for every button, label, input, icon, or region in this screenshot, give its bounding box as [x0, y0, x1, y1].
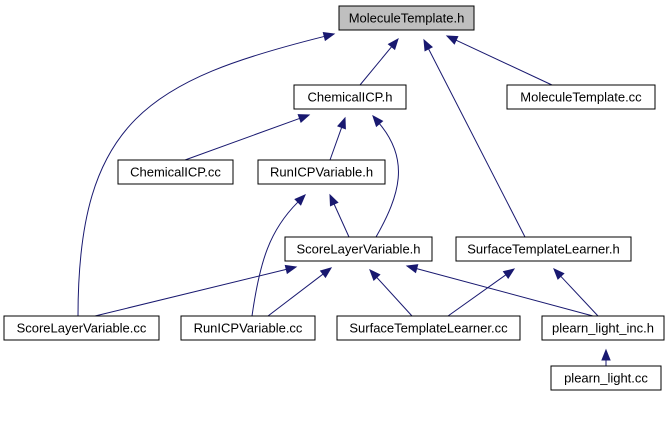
- edge-chemicalicp-h-to-moleculetemplate-h: [359, 37, 399, 86]
- edge-plearn-light-cc-to-plearn-light-inc-h: [601, 348, 611, 366]
- edge-line: [251, 201, 299, 317]
- edge-line: [94, 268, 287, 317]
- node-label[interactable]: RunICPVariable.h: [270, 165, 373, 180]
- node-box[interactable]: [541, 315, 665, 341]
- node-label[interactable]: plearn_light_inc.h: [552, 321, 654, 336]
- node-box[interactable]: [293, 84, 407, 110]
- node-box[interactable]: [180, 315, 316, 341]
- edge-line: [416, 268, 594, 317]
- node-moleculetemplate-h[interactable]: MoleculeTemplate.h: [338, 5, 475, 31]
- arrow-head: [405, 264, 419, 274]
- edge-runicpvariable-cc-to-scorelayervariable-h: [267, 267, 333, 317]
- node-label[interactable]: MoleculeTemplate.cc: [520, 90, 642, 105]
- edge-line: [455, 39, 553, 86]
- arrow-head: [337, 116, 346, 130]
- node-label[interactable]: ChemicalICP.h: [307, 90, 392, 105]
- arrow-head: [297, 114, 311, 124]
- node-runicpvariable-cc[interactable]: RunICPVariable.cc: [180, 315, 316, 341]
- arrow-head: [445, 35, 459, 45]
- edge-scorelayervariable-cc-to-scorelayervariable-h: [94, 264, 298, 317]
- edge-surfacetemplatelearner-cc-to-surfacetemplatelearner-h: [447, 268, 516, 317]
- node-label[interactable]: RunICPVariable.cc: [194, 321, 303, 336]
- node-moleculetemplate-cc[interactable]: MoleculeTemplate.cc: [506, 84, 656, 110]
- edge-line: [376, 277, 413, 317]
- node-scorelayervariable-cc[interactable]: ScoreLayerVariable.cc: [3, 315, 160, 341]
- node-chemicalicp-cc[interactable]: ChemicalICP.cc: [117, 159, 234, 185]
- edge-line: [560, 275, 599, 317]
- node-box[interactable]: [117, 159, 234, 185]
- node-label[interactable]: ScoreLayerVariable.cc: [17, 321, 147, 336]
- node-plearn-light-cc[interactable]: plearn_light.cc: [550, 365, 662, 391]
- node-plearn-light-inc-h[interactable]: plearn_light_inc.h: [541, 315, 665, 341]
- edge-line: [447, 274, 507, 317]
- node-scorelayervariable-h[interactable]: ScoreLayerVariable.h: [284, 236, 433, 262]
- edge-scorelayervariable-cc-to-moleculetemplate-h: [77, 31, 336, 317]
- edge-moleculetemplate-cc-to-moleculetemplate-h: [445, 35, 553, 86]
- node-box[interactable]: [550, 365, 662, 391]
- edge-plearn-light-inc-h-to-scorelayervariable-h: [405, 264, 594, 317]
- node-surfacetemplatelearner-cc[interactable]: SurfaceTemplateLearner.cc: [336, 315, 521, 341]
- edge-scorelayervariable-h-to-chemicalicp-h: [372, 114, 399, 238]
- node-runicpvariable-h[interactable]: RunICPVariable.h: [257, 159, 386, 185]
- edge-line: [428, 48, 526, 238]
- edge-runicpvariable-cc-to-runicpvariable-h: [251, 194, 306, 317]
- arrow-head: [423, 38, 434, 52]
- edge-scorelayervariable-h-to-runicpvariable-h: [329, 193, 350, 238]
- edge-line: [359, 46, 393, 86]
- node-label[interactable]: SurfaceTemplateLearner.h: [467, 242, 619, 257]
- node-label[interactable]: MoleculeTemplate.h: [349, 11, 465, 26]
- arrow-head: [329, 193, 339, 207]
- node-box[interactable]: [338, 5, 475, 31]
- node-chemicalicp-h[interactable]: ChemicalICP.h: [293, 84, 407, 110]
- edge-line: [77, 35, 325, 317]
- edge-line: [375, 123, 399, 238]
- edge-line: [329, 127, 343, 161]
- edges-layer: [77, 31, 611, 366]
- node-label[interactable]: plearn_light.cc: [564, 371, 648, 386]
- arrow-head: [601, 348, 611, 361]
- node-box[interactable]: [3, 315, 160, 341]
- edge-runicpvariable-h-to-chemicalicp-h: [329, 116, 346, 161]
- edge-surfacetemplatelearner-h-to-moleculetemplate-h: [423, 38, 526, 238]
- arrow-head: [372, 114, 384, 128]
- arrow-head: [369, 269, 381, 281]
- node-label[interactable]: ChemicalICP.cc: [130, 165, 221, 180]
- edge-line: [333, 203, 350, 238]
- node-surfacetemplatelearner-h[interactable]: SurfaceTemplateLearner.h: [455, 236, 632, 262]
- node-label[interactable]: SurfaceTemplateLearner.cc: [349, 321, 508, 336]
- arrow-head: [387, 37, 399, 51]
- edge-chemicalicp-cc-to-chemicalicp-h: [184, 114, 311, 161]
- arrow-head: [553, 268, 565, 280]
- arrow-head: [322, 31, 336, 42]
- node-box[interactable]: [257, 159, 386, 185]
- arrow-head: [319, 267, 333, 279]
- node-box[interactable]: [284, 236, 433, 262]
- arrow-head: [284, 264, 298, 275]
- edge-plearn-light-inc-h-to-surfacetemplatelearner-h: [553, 268, 599, 317]
- node-box[interactable]: [336, 315, 521, 341]
- edge-line: [184, 117, 300, 161]
- edge-surfacetemplatelearner-cc-to-scorelayervariable-h: [369, 269, 413, 317]
- edge-line: [267, 273, 324, 317]
- arrow-head: [502, 268, 516, 279]
- node-label[interactable]: ScoreLayerVariable.h: [296, 242, 420, 257]
- arrow-head: [294, 194, 306, 206]
- node-box[interactable]: [506, 84, 656, 110]
- node-box[interactable]: [455, 236, 632, 262]
